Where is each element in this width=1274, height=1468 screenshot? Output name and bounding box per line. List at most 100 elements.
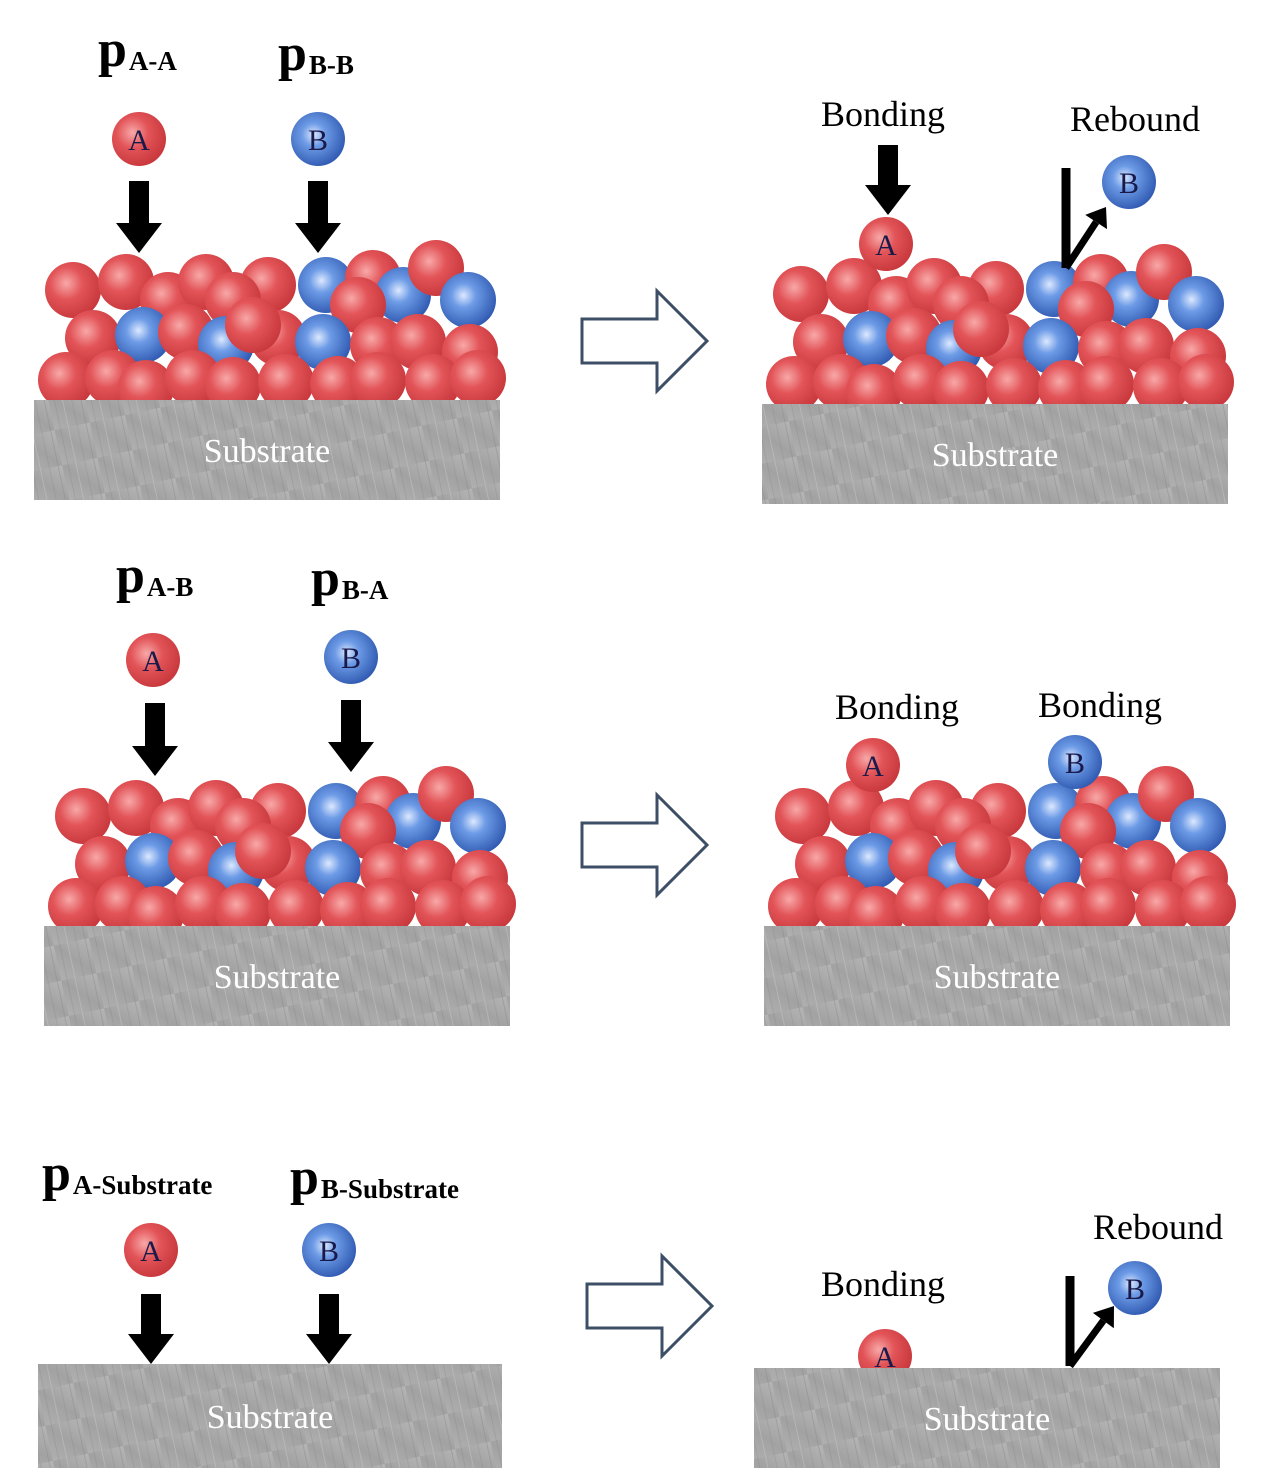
process-arrow-1: [580, 287, 710, 395]
film-particle-a: [826, 258, 882, 314]
substrate-label: Substrate: [932, 437, 1059, 474]
film-particle-a: [235, 823, 291, 879]
film-particle-a: [108, 780, 164, 836]
prob-label-a-b: pA-B: [116, 547, 193, 604]
outcome-label-rebound: Rebound: [1070, 99, 1200, 139]
substrate-label: Substrate: [204, 433, 331, 470]
film-particle-a: [773, 266, 829, 322]
substrate-label: Substrate: [924, 1401, 1051, 1438]
substrate-left-2: Substrate: [44, 926, 510, 1026]
outcome-label-bonding: Bonding: [821, 94, 945, 134]
bonded-particle-a: A: [846, 738, 900, 792]
film-particle-b: [440, 272, 496, 328]
incoming-particle-a: A: [112, 112, 166, 166]
film-particle-a: [415, 880, 471, 936]
down-arrow: [865, 145, 911, 215]
rebound-arrow: [1061, 168, 1108, 270]
rebound-arrow: [1065, 1276, 1114, 1369]
substrate-label: Substrate: [214, 959, 341, 996]
film-particle-a: [48, 878, 104, 934]
film-particle-a: [955, 823, 1011, 879]
film-particle-a: [360, 878, 416, 934]
prob-label-b-substrate: pB-Substrate: [290, 1149, 459, 1206]
incoming-particle-b: B: [324, 630, 378, 684]
outcome-label-bonding: Bonding: [1038, 685, 1162, 725]
film-particle-a: [766, 356, 822, 412]
prob-label-b-a: pB-A: [311, 550, 389, 607]
down-arrow: [116, 181, 162, 253]
film-particle-a: [768, 878, 824, 934]
film-particle-a: [98, 254, 154, 310]
down-arrow: [132, 703, 178, 776]
film-particle-a: [953, 301, 1009, 357]
film-particle-a: [450, 350, 506, 406]
film-particle-b: [305, 840, 361, 896]
substrate-label: Substrate: [207, 1399, 334, 1436]
down-arrow: [295, 181, 341, 253]
particle-label: A: [140, 1235, 162, 1268]
film-particle-a: [268, 880, 324, 936]
rebounding-particle-b: B: [1108, 1261, 1162, 1315]
particle-label: A: [128, 124, 150, 157]
film-particle-a: [38, 352, 94, 408]
film-particle-a: [215, 883, 271, 939]
film-particle-a: [55, 788, 111, 844]
particle-label: B: [308, 124, 328, 157]
outcome-label-bonding: Bonding: [835, 687, 959, 727]
film-particle-b: [450, 798, 506, 854]
film-particle-a: [933, 361, 989, 417]
particle-film-left-2: [48, 766, 516, 942]
particle-label: B: [1125, 1273, 1145, 1306]
film-particle-a: [205, 357, 261, 413]
particle-label: B: [1065, 747, 1085, 780]
film-particle-b: [1168, 276, 1224, 332]
film-particle-a: [405, 354, 461, 410]
down-arrow: [128, 1294, 174, 1364]
film-particle-a: [225, 297, 281, 353]
particle-label: B: [341, 642, 361, 675]
process-arrow-2: [580, 791, 710, 899]
outcome-label-bonding: Bonding: [821, 1264, 945, 1304]
substrate-right-3: Substrate: [754, 1368, 1220, 1468]
particle-film-left-1: [38, 240, 506, 416]
film-particle-a: [258, 354, 314, 410]
film-particle-a: [988, 880, 1044, 936]
incoming-particle-b: B: [291, 112, 345, 166]
film-particle-a: [828, 780, 884, 836]
film-particle-b: [1023, 318, 1079, 374]
incoming-particle-a: A: [126, 633, 180, 687]
film-particle-a: [45, 262, 101, 318]
incoming-particle-b: B: [302, 1223, 356, 1277]
prob-label-a-a: pA-A: [98, 21, 177, 78]
prob-label-b-b: pB-B: [278, 25, 354, 82]
film-particle-a: [935, 883, 991, 939]
particle-film-right-1: [766, 244, 1234, 420]
rebounding-particle-b: B: [1102, 155, 1156, 209]
film-particle-a: [1178, 354, 1234, 410]
particle-film-right-2: [768, 766, 1236, 942]
particle-label: A: [874, 1341, 896, 1374]
film-particle-b: [843, 311, 899, 367]
substrate-right-1: Substrate: [762, 404, 1228, 504]
film-particle-b: [295, 314, 351, 370]
down-arrow: [328, 700, 374, 772]
film-particle-a: [350, 352, 406, 408]
film-particle-a: [1133, 358, 1189, 414]
particle-label: B: [1119, 167, 1139, 200]
substrate-right-2: Substrate: [764, 926, 1230, 1026]
film-particle-b: [1170, 798, 1226, 854]
substrate-left-1: Substrate: [34, 400, 500, 500]
film-particle-a: [775, 788, 831, 844]
process-arrow-3: [585, 1252, 715, 1360]
particle-label: B: [319, 1235, 339, 1268]
substrate-label: Substrate: [934, 959, 1061, 996]
particle-label: A: [862, 750, 884, 783]
substrate-left-3: Substrate: [38, 1364, 502, 1468]
particle-label: A: [875, 229, 897, 262]
film-particle-a: [1180, 876, 1236, 932]
film-particle-a: [1080, 878, 1136, 934]
particle-label: A: [142, 645, 164, 678]
film-particle-a: [1135, 880, 1191, 936]
incoming-particle-a: A: [124, 1223, 178, 1277]
